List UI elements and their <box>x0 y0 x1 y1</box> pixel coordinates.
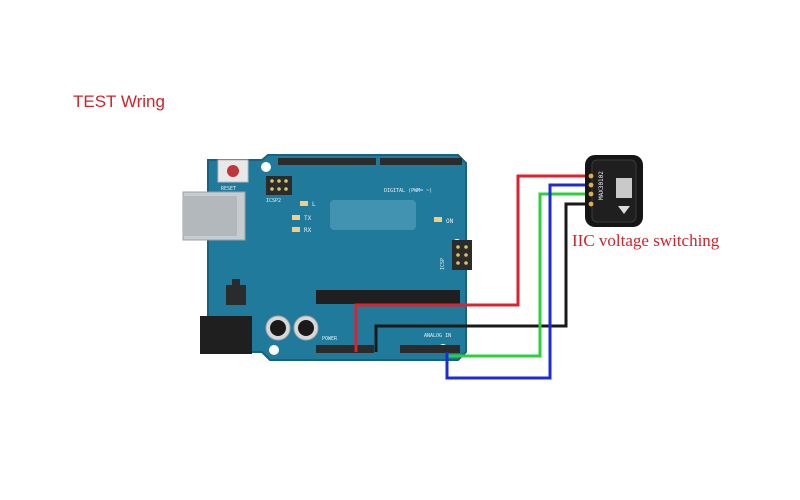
power-header <box>316 345 374 353</box>
icsp2-label: ICSP2 <box>266 198 281 204</box>
warning-triangle-icon <box>618 206 630 214</box>
sensor-chip <box>616 178 632 198</box>
sensor-pin-sda <box>588 191 594 197</box>
sensor-pin-gnd <box>588 201 594 207</box>
board-logo <box>330 200 416 230</box>
analog-header <box>400 345 460 353</box>
sensor-pin-scl <box>588 182 594 188</box>
vin-wire <box>354 174 585 352</box>
usb-connector <box>182 191 246 241</box>
mounting-hole <box>261 162 271 172</box>
icsp-header <box>452 240 472 270</box>
status-leds <box>292 201 442 232</box>
arduino-board: RESET ICSP2 DIGITAL (PWM= ~) <box>182 154 472 361</box>
digital-header <box>278 158 462 165</box>
sda-wire <box>445 192 585 358</box>
icsp2-header <box>266 176 292 195</box>
sensor-pin-vin <box>588 173 594 179</box>
diagram-title: TEST Wring <box>73 92 165 111</box>
led-l-label: L <box>312 201 316 208</box>
wires <box>354 174 585 380</box>
sensor-label: MAX30102 <box>598 171 605 200</box>
power-jack <box>200 316 252 354</box>
capacitors <box>265 315 319 341</box>
voltage-regulator <box>226 279 246 305</box>
gnd-wire <box>374 202 585 352</box>
led-rx-label: RX <box>304 227 312 234</box>
iic-caption: IIC voltage switching <box>572 231 720 250</box>
analog-label: ANALOG IN <box>424 333 451 339</box>
power-label: POWER <box>322 336 338 342</box>
microcontroller-chip <box>316 290 460 304</box>
reset-label: RESET <box>221 186 236 192</box>
sensor-module: MAX30102 <box>585 155 643 227</box>
scl-wire <box>445 183 585 380</box>
led-tx-label: TX <box>304 215 312 222</box>
icsp-label: ICSP <box>440 258 446 270</box>
led-on-label: ON <box>446 218 454 225</box>
mounting-hole <box>269 345 279 355</box>
reset-button[interactable] <box>217 159 249 183</box>
digital-label: DIGITAL (PWM= ~) <box>384 188 432 194</box>
